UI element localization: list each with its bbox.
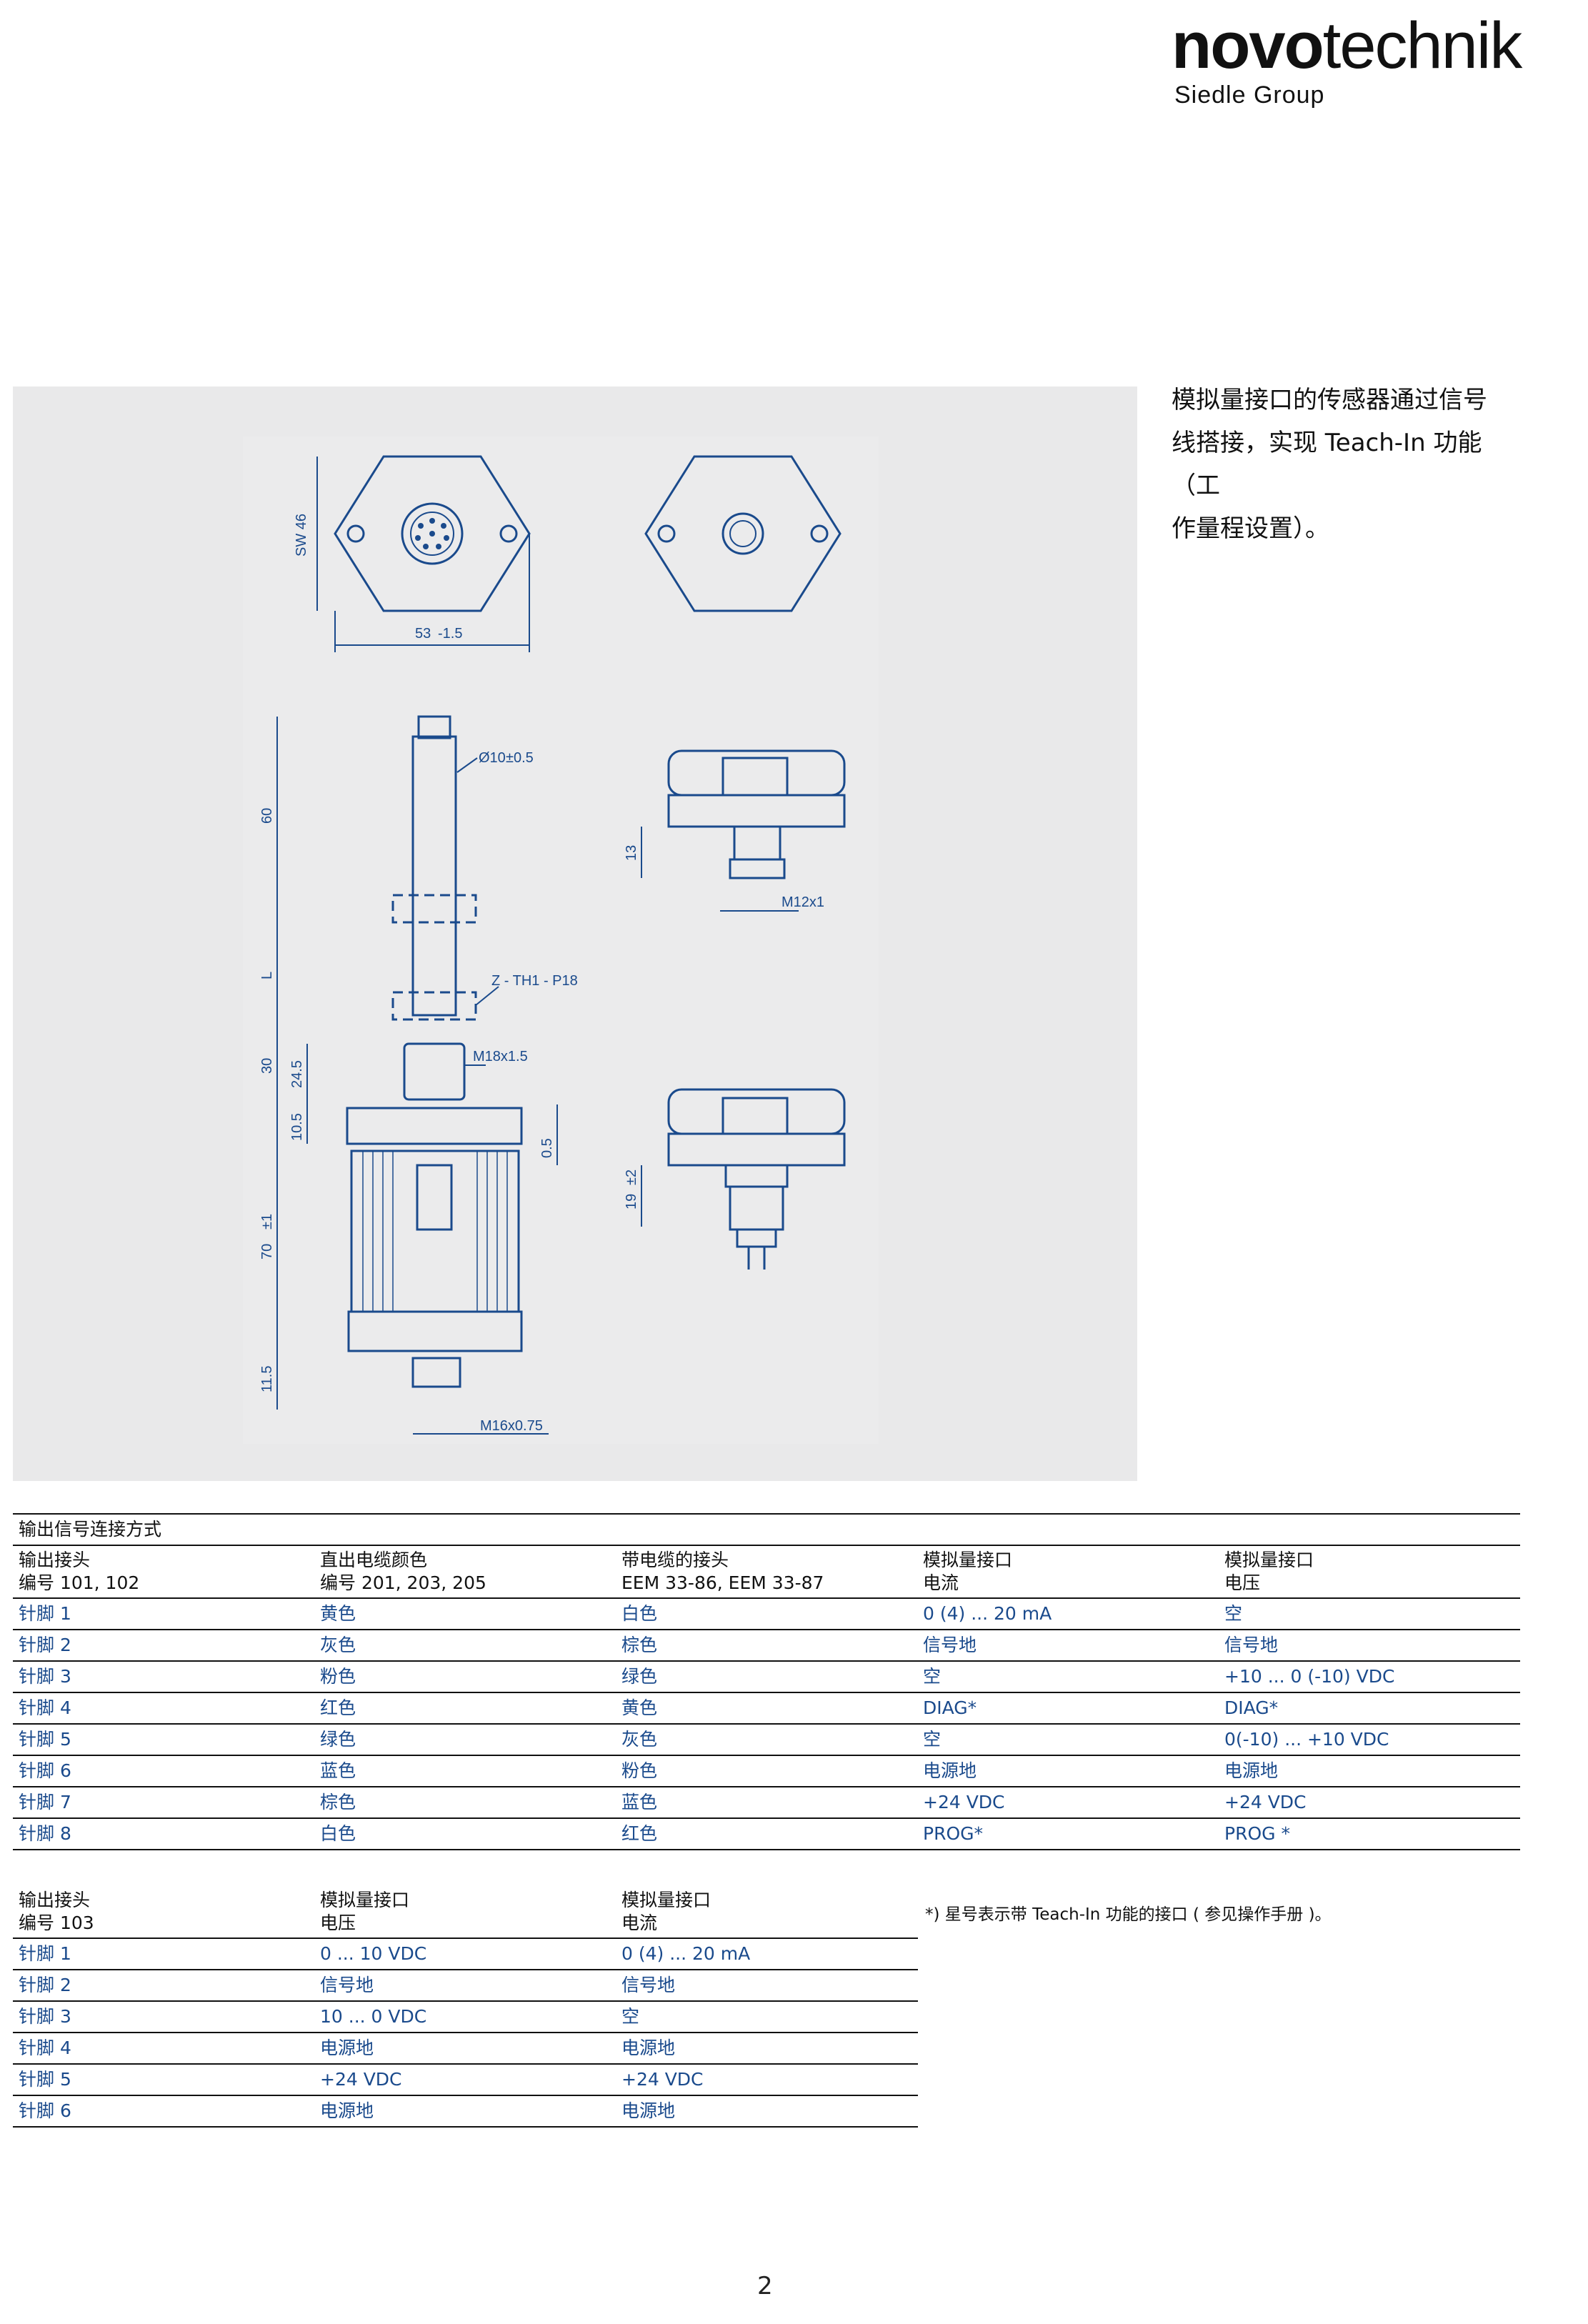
body-flange [346, 1107, 523, 1145]
hex-front-left [334, 455, 531, 612]
table-row: 针脚 5+24 VDC+24 VDC [13, 2065, 918, 2096]
table1-header: 模拟量接口电压 [1224, 1550, 1314, 1593]
rod-tip [417, 715, 451, 739]
dim-60: 60 [259, 808, 275, 824]
head-top-label [721, 757, 789, 797]
drawing-svg: SW 46 53 -1.5 Ø10 ±0.5 Z - TH1 - P18 M18… [243, 437, 879, 1444]
dim-19-tol: ±2 [624, 1170, 639, 1185]
table1-title-row: 输出信号连接方式 [13, 1513, 1520, 1546]
dim-70-tol: ±1 [259, 1214, 275, 1230]
brand-logo: novotechnik Siedle Group [1172, 13, 1529, 109]
rod-break-lower [391, 991, 477, 1021]
table2-header: 模拟量接口电流 [621, 1890, 711, 1933]
dim-13: 13 [624, 845, 639, 861]
mount-hole-right-b [810, 524, 829, 543]
body-ribs [362, 1151, 508, 1312]
mount-hole-left-a [346, 524, 365, 543]
body-base [347, 1310, 523, 1352]
label-plate [416, 1164, 453, 1231]
brand-light: technik [1322, 9, 1522, 82]
connector-small [721, 512, 764, 555]
mount-hole-right-a [657, 524, 676, 543]
footnote: *) 星号表示带 Teach-In 功能的接口 ( 参见操作手册 )。 [925, 1905, 1332, 1924]
dim-sw46: SW 46 [294, 514, 309, 557]
dim-m16: M16x0.75 [480, 1418, 543, 1434]
cable-gland-3 [736, 1228, 777, 1248]
dim-m18: M18x1.5 [473, 1049, 528, 1064]
dim-10-5: 10.5 [289, 1113, 305, 1141]
brand-bold: novo [1172, 9, 1324, 82]
dim-24-5: 24.5 [289, 1060, 305, 1088]
dim-53-tol: -1.5 [438, 626, 462, 642]
connector-8pin-inner [410, 512, 454, 556]
label-ztp: Z - TH1 - P18 [491, 973, 578, 989]
table2-header: 模拟量接口电压 [320, 1890, 410, 1933]
drawing-inner-bg [243, 437, 879, 1444]
intro-text: 模拟量接口的传感器通过信号 线搭接，实现 Teach-In 功能（工 作量程设置… [1172, 379, 1529, 550]
dim-11-5: 11.5 [259, 1366, 275, 1392]
thread-m18 [403, 1042, 466, 1101]
rod-break-upper [391, 894, 477, 924]
intro-line-1: 模拟量接口的传感器通过信号 [1172, 386, 1487, 414]
technical-drawing: SW 46 53 -1.5 Ø10 ±0.5 Z - TH1 - P18 M18… [13, 386, 1137, 1481]
dim-dia: Ø10 [479, 750, 506, 766]
table1-header: 直出电缆颜色编号 201, 203, 205 [320, 1550, 486, 1593]
dim-30: 30 [259, 1058, 275, 1074]
output-connection-table: 输出信号连接方式 输出接头编号 101, 102 直出电缆颜色编号 201, 2… [13, 1513, 1520, 1850]
rod [411, 735, 457, 1017]
intro-line-3: 作量程设置）。 [1172, 514, 1329, 543]
dim-19: 19 [624, 1194, 639, 1210]
dim-53: 53 [415, 626, 431, 642]
thread-m16 [411, 1357, 461, 1388]
page-number: 2 [757, 2272, 773, 2300]
table1-title: 输出信号连接方式 [19, 1519, 162, 1540]
head-cable-label [721, 1097, 789, 1135]
table1-header-row: 输出接头编号 101, 102 直出电缆颜色编号 201, 203, 205 带… [13, 1546, 1520, 1599]
dim-70: 70 [259, 1244, 275, 1260]
table1-header: 输出接头编号 101, 102 [19, 1550, 140, 1593]
dim-0-5: 0.5 [539, 1138, 555, 1158]
cable [747, 1247, 766, 1270]
brand-group: Siedle Group [1174, 81, 1325, 109]
mount-hole-left-b [499, 524, 518, 543]
table2-header-row: 输出接头编号 103 模拟量接口电压 模拟量接口电流 [13, 1886, 918, 1939]
dim-dia-tol: ±0.5 [506, 750, 534, 766]
dim-m12: M12x1 [781, 894, 824, 910]
hex-front-right [644, 455, 842, 612]
connector-8pin [401, 502, 464, 565]
table1-header: 模拟量接口电流 [923, 1550, 1013, 1593]
intro-line-2: 线搭接，实现 Teach-In 功能（工 [1172, 429, 1482, 500]
connector-pins-left [415, 518, 449, 549]
head-top-thread [729, 858, 786, 879]
table2-header: 输出接头编号 103 [19, 1890, 94, 1933]
dim-L: L [259, 972, 275, 979]
